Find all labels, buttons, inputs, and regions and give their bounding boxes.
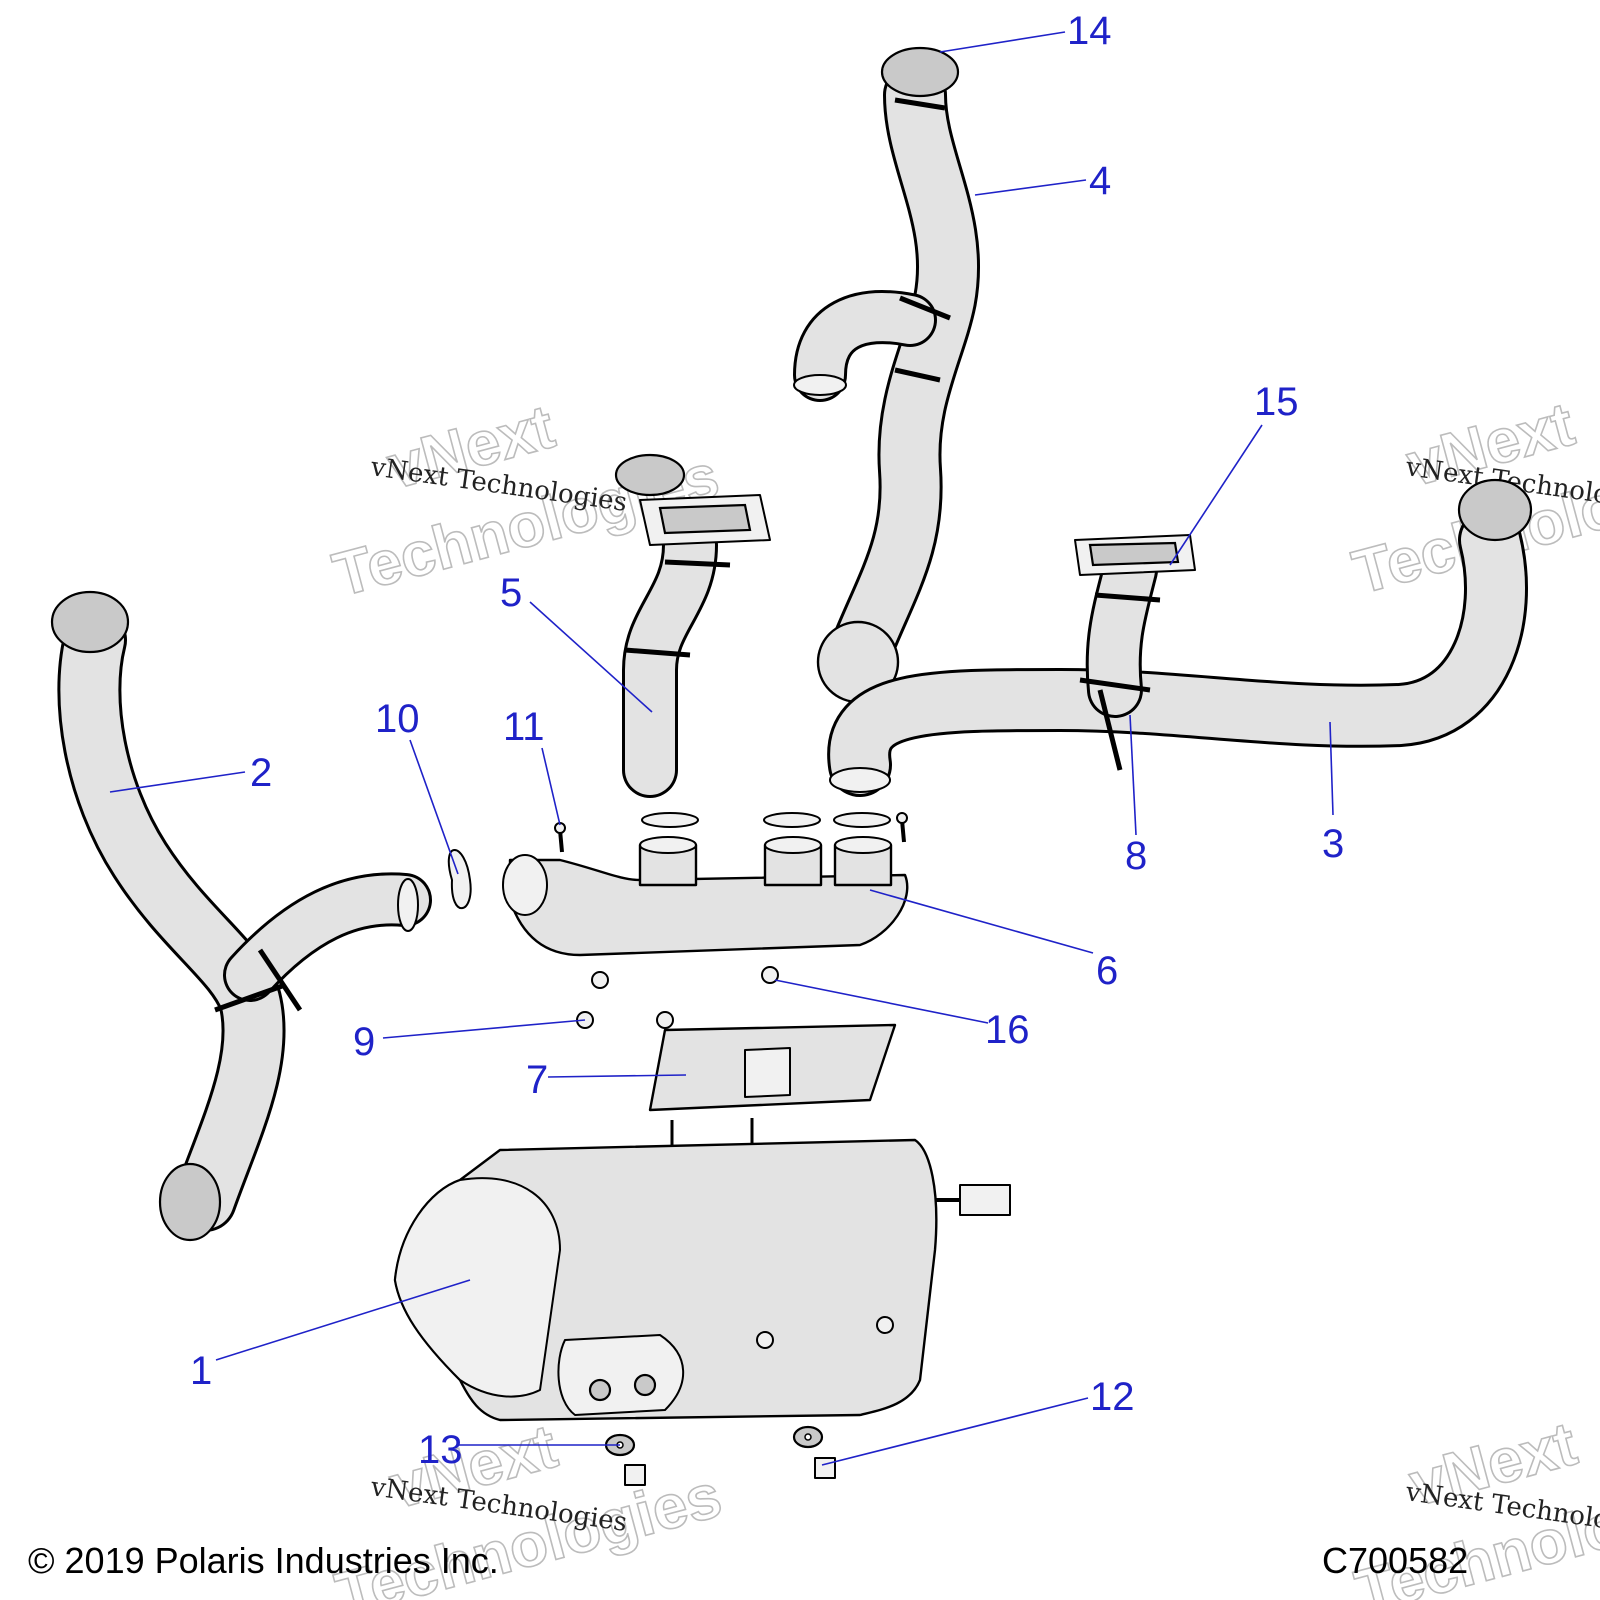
electrical-connector xyxy=(959,1184,1011,1216)
callout-10: 10 xyxy=(375,697,420,741)
part-4-top-duct xyxy=(793,46,981,704)
callout-leaders xyxy=(109,31,1334,1466)
leader-6 xyxy=(869,889,1094,954)
leader-9 xyxy=(382,1019,586,1039)
manifold-port-top xyxy=(834,836,892,854)
mount-stud xyxy=(876,1316,894,1334)
duct-opening xyxy=(829,767,891,793)
box-side-face xyxy=(394,1177,561,1398)
leader-1 xyxy=(215,1279,471,1361)
duct-opening xyxy=(793,374,847,396)
callout-3: 3 xyxy=(1322,822,1344,866)
manifold-port-top xyxy=(764,836,822,854)
part-1-heater-box xyxy=(393,1118,1011,1422)
hose-clamp xyxy=(899,295,951,321)
callout-7: 7 xyxy=(526,1058,548,1102)
duct-end-cap xyxy=(158,1162,222,1242)
part-7-bracket xyxy=(648,1023,897,1112)
callout-5: 5 xyxy=(500,571,522,615)
hose-clamp xyxy=(624,647,691,658)
drawing-code: C700582 xyxy=(1322,1540,1468,1581)
manifold-port-top xyxy=(639,836,697,854)
duct-end-cap xyxy=(1457,478,1533,542)
duct-end-cap xyxy=(880,46,960,98)
callout-6: 6 xyxy=(1096,949,1118,993)
callout-4: 4 xyxy=(1089,159,1111,203)
leader-3 xyxy=(1329,721,1334,816)
duct-end-cap xyxy=(50,590,130,654)
part-2-left-duct xyxy=(50,590,432,1242)
copyright-notice: © 2019 Polaris Industries Inc. xyxy=(28,1540,499,1581)
mount-stud xyxy=(756,1331,774,1349)
callout-labels: 1 2 3 4 5 6 7 8 9 10 11 12 13 14 15 16 xyxy=(190,9,1344,1472)
callout-12: 12 xyxy=(1090,1375,1135,1419)
part-5-vent-duct xyxy=(614,453,771,798)
part-11-screws xyxy=(554,812,908,853)
leader-12 xyxy=(821,1397,1089,1466)
part-16-screws xyxy=(591,966,779,989)
hose-clamp xyxy=(1079,677,1151,693)
part-6-manifold xyxy=(502,812,909,957)
leader-2 xyxy=(109,771,246,793)
hose-clamp xyxy=(214,982,286,1013)
manifold-inlet xyxy=(502,854,548,916)
mount-stud xyxy=(633,1373,657,1397)
mount-stud xyxy=(588,1378,612,1402)
leader-16 xyxy=(774,979,989,1024)
duct-end-cap xyxy=(614,453,686,497)
callout-15: 15 xyxy=(1254,380,1299,424)
hose-clamp-8 xyxy=(1097,689,1123,771)
leader-10 xyxy=(409,739,459,875)
port-cap xyxy=(763,812,821,828)
part-13-hardware xyxy=(604,1433,646,1486)
callout-14: 14 xyxy=(1067,9,1112,53)
hose-clamp xyxy=(894,97,946,111)
callout-1: 1 xyxy=(190,1349,212,1393)
hose-clamp xyxy=(664,559,731,568)
vent-grille xyxy=(1088,541,1180,567)
hose-clamp xyxy=(894,367,941,383)
hose-clamp xyxy=(1094,592,1161,603)
leader-11 xyxy=(541,747,561,826)
callout-9: 9 xyxy=(353,1020,375,1064)
callout-8: 8 xyxy=(1125,834,1147,878)
mount-plate xyxy=(557,1334,685,1416)
leader-14 xyxy=(939,31,1066,53)
callout-11: 11 xyxy=(503,705,545,749)
part-9-nuts xyxy=(576,1011,674,1029)
callout-16: 16 xyxy=(985,1008,1030,1052)
leader-4 xyxy=(974,179,1087,196)
leader-8 xyxy=(1129,714,1137,836)
part-12-hardware xyxy=(792,1425,836,1479)
port-cap xyxy=(833,812,891,828)
vent-grille xyxy=(658,503,752,535)
leader-15 xyxy=(1169,424,1263,566)
callout-13: 13 xyxy=(418,1428,463,1472)
leader-7 xyxy=(547,1074,687,1078)
callout-2: 2 xyxy=(250,751,272,795)
hose-clamp xyxy=(257,948,303,1012)
port-cap xyxy=(641,812,699,828)
duct-opening xyxy=(397,878,419,932)
part-3-right-duct xyxy=(827,478,1533,797)
leader-5 xyxy=(529,601,653,713)
bracket-cutout xyxy=(744,1047,791,1098)
